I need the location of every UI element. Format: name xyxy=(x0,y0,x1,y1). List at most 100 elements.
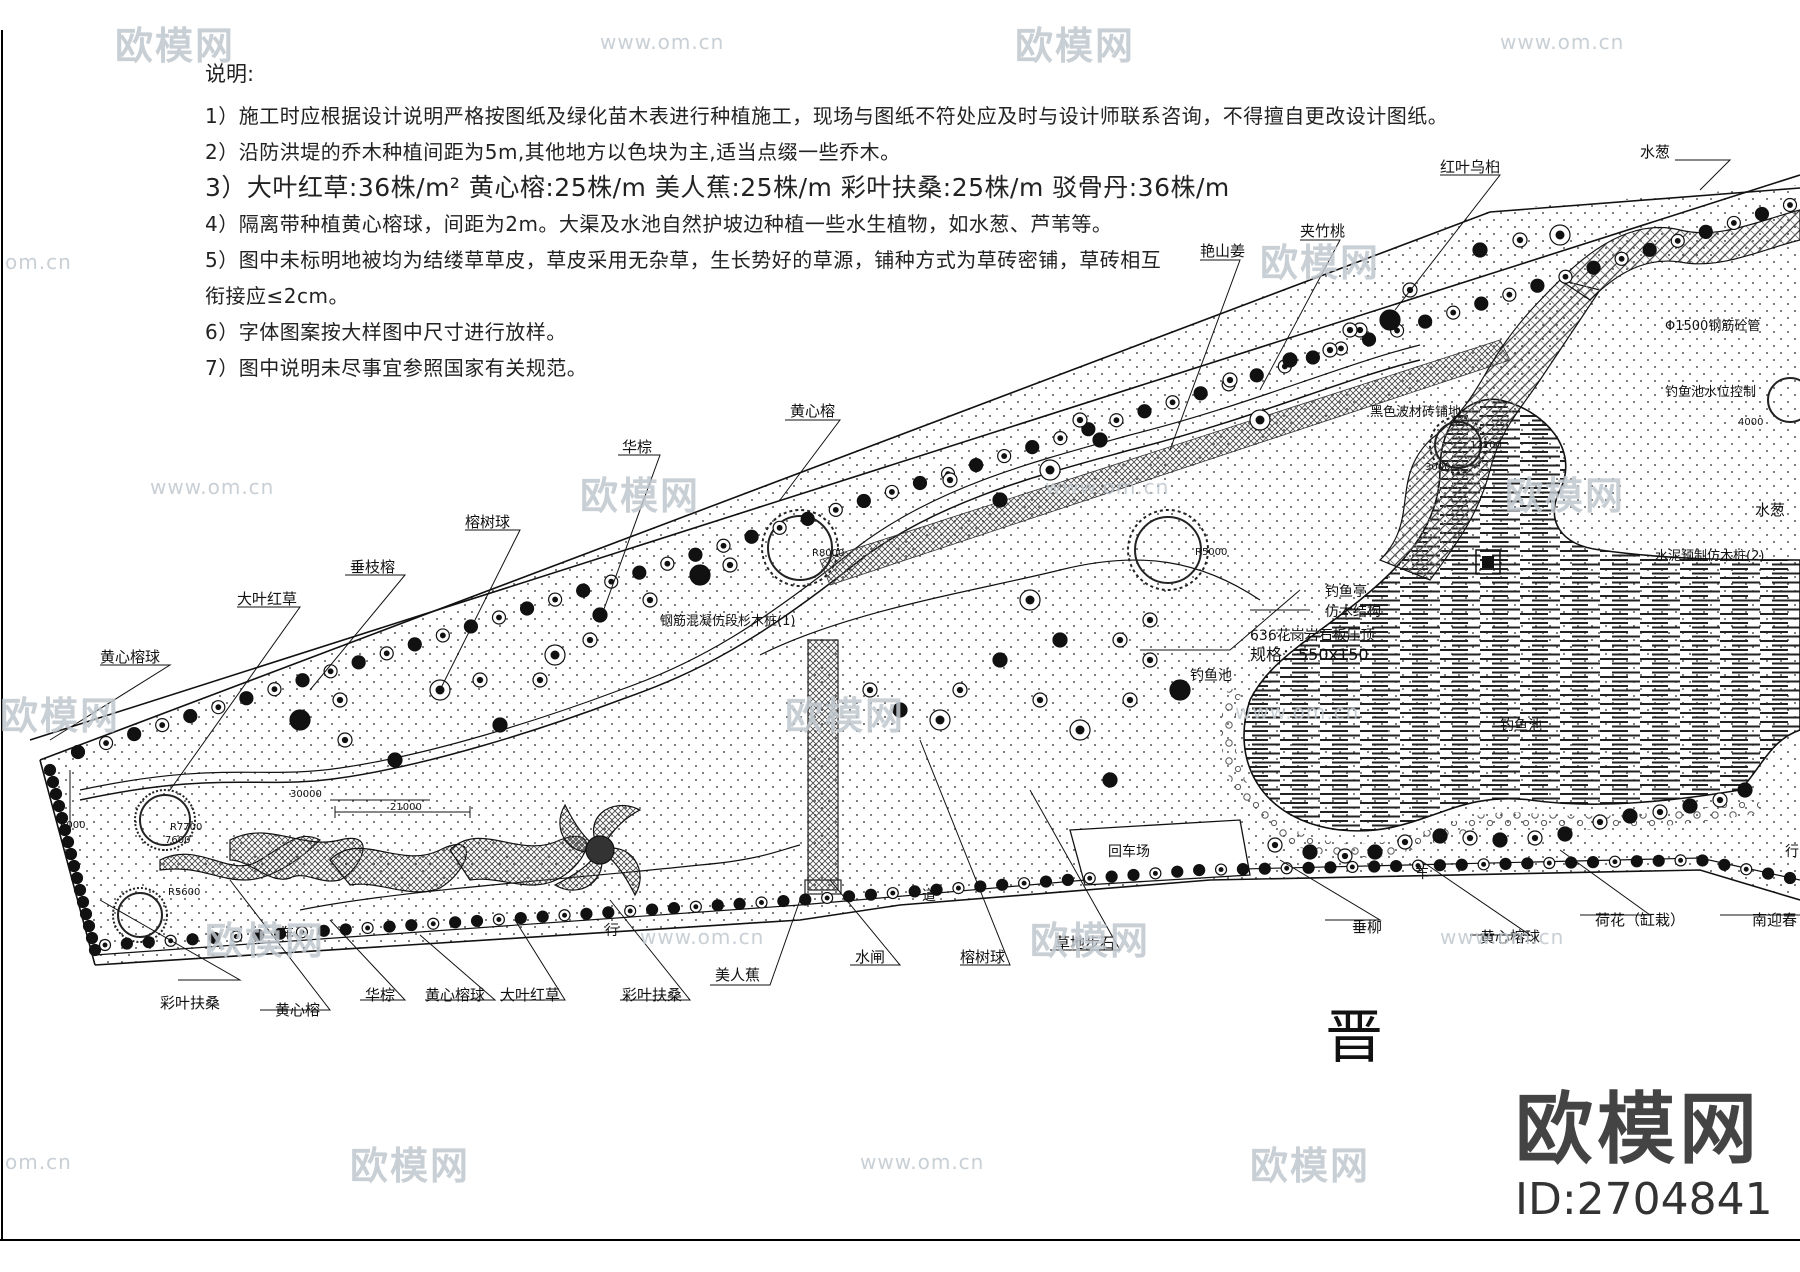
tree-symbol xyxy=(1586,856,1600,869)
tree-symbol-core xyxy=(776,524,783,531)
label-chuizhirong: 垂枝榕 xyxy=(350,558,395,576)
tree-symbol-core xyxy=(1001,453,1008,460)
tree-symbol-core xyxy=(496,614,502,621)
tree-symbol xyxy=(252,928,265,942)
tree-symbol-core xyxy=(1450,309,1457,316)
tree-symbol-core xyxy=(1341,852,1349,860)
tree-symbol-core xyxy=(832,506,839,513)
label-pipe: Φ1500钢筋砼管 xyxy=(1665,318,1760,334)
tree-symbol-core xyxy=(1481,861,1487,867)
tree-symbol-core xyxy=(1506,291,1513,298)
tree-symbol xyxy=(1368,860,1381,873)
note-line-8: 7）图中说明未尽事宜参照国家有关规范。 xyxy=(205,356,588,380)
tree-symbol-core xyxy=(1743,866,1749,872)
tree-symbol-core xyxy=(299,929,305,935)
tree-symbol xyxy=(273,927,287,940)
tree-symbol-core xyxy=(327,668,334,675)
tree-symbol-core xyxy=(1716,796,1724,804)
site-bottom-edge xyxy=(94,869,1800,966)
label-huichechang: 回车场 xyxy=(1108,843,1150,860)
tree-symbol xyxy=(1557,826,1573,842)
tree-symbol xyxy=(908,885,921,898)
label-yanshanjiang: 艳山姜 xyxy=(1200,242,1245,260)
tree-symbol xyxy=(1642,242,1657,257)
tree-symbol xyxy=(777,894,790,908)
tree-symbol xyxy=(733,897,746,911)
tree-symbol-core xyxy=(271,686,278,693)
dim-r8000: R8000 xyxy=(812,548,844,559)
label-caiyefusang-bottom: 彩叶扶桑 xyxy=(622,986,682,1004)
tree-symbol-core xyxy=(1346,326,1354,334)
tree-symbol-core xyxy=(646,596,654,604)
tree-symbol-core xyxy=(866,686,874,694)
tree-symbol xyxy=(1171,865,1184,878)
tree-symbol-core xyxy=(720,542,727,549)
tree-symbol xyxy=(317,924,330,937)
tree-symbol xyxy=(1622,808,1638,824)
tree-symbol-core xyxy=(1036,696,1044,704)
tree-symbol xyxy=(85,931,99,945)
tree-symbol-core xyxy=(1076,416,1084,424)
tree-symbol xyxy=(1302,844,1318,860)
stream xyxy=(1559,209,1800,301)
tree-symbol xyxy=(1302,861,1315,874)
label-rongshuqiu-bottom: 榕树球 xyxy=(960,948,1005,966)
tree-symbol-core xyxy=(1146,656,1154,664)
pond-tree-row xyxy=(1267,782,1753,864)
label-meirenjiao: 美人蕉 xyxy=(715,966,760,984)
tree-symbol-core xyxy=(1674,237,1681,244)
tree-symbol xyxy=(519,601,535,616)
tree-symbol-core xyxy=(476,676,484,684)
tree-symbol xyxy=(405,919,418,932)
tree-symbol xyxy=(1361,332,1377,347)
tree-symbol xyxy=(183,709,198,724)
winding-path-2 xyxy=(79,344,1421,791)
tree-symbol xyxy=(43,763,57,777)
tree-symbol-core xyxy=(1415,863,1421,869)
dim-6000: 6000 xyxy=(60,820,85,831)
tree-symbol xyxy=(1586,260,1601,275)
tree-symbol-core xyxy=(1349,864,1355,870)
label-che-right: 车 xyxy=(1415,865,1429,882)
label-shuicong-top: 水葱 xyxy=(1640,143,1670,161)
label-fangmu: 仿木结构 xyxy=(1325,604,1381,620)
tree-symbol xyxy=(1092,432,1108,448)
brand-id: ID:2704841 xyxy=(1515,1174,1773,1225)
tree-symbol xyxy=(1530,278,1545,293)
tree-symbol xyxy=(67,859,81,873)
tree-symbol xyxy=(383,920,396,933)
tree-symbol xyxy=(49,787,63,801)
scattered-trees xyxy=(289,224,1571,788)
label-huagangyan: 636花岗岩石板压顶 xyxy=(1250,628,1375,644)
tree-symbol xyxy=(1499,857,1512,870)
brand-name: 欧模网 xyxy=(1515,1085,1762,1175)
label-jiazhutao: 夹竹桃 xyxy=(1300,222,1345,240)
tree-symbol-core xyxy=(1116,636,1124,644)
tree-symbol xyxy=(1127,868,1140,882)
label-chuiliu: 垂柳 xyxy=(1352,918,1382,936)
tree-symbol xyxy=(514,911,527,925)
tree-symbol xyxy=(1236,863,1250,876)
label-hehua: 荷花（缸栽） xyxy=(1595,911,1685,929)
label-diaoyuchi-inner: 钓鱼池 xyxy=(1500,717,1542,734)
label-huangxinrongqiu-left: 黄心榕球 xyxy=(100,648,160,666)
tree-symbol-core xyxy=(888,489,895,495)
tree-symbol-core xyxy=(536,676,544,684)
tree-symbol-core xyxy=(1466,834,1474,842)
leader-lines xyxy=(49,159,1800,1011)
label-huangxinrong-bottom: 黄心榕 xyxy=(275,1001,320,1019)
tree-symbol-core xyxy=(1025,595,1035,605)
tree-symbol xyxy=(856,493,871,509)
tree-symbol xyxy=(1682,798,1698,814)
tree-symbol-core xyxy=(430,921,436,927)
tree-symbol xyxy=(711,899,724,912)
tree-symbol-core xyxy=(1787,202,1793,208)
tree-symbol xyxy=(46,775,60,789)
tree-symbol xyxy=(1418,314,1433,329)
tree-symbol xyxy=(70,744,86,760)
tree-symbol xyxy=(1762,867,1775,880)
label-shuinixian: 水泥预制仿木桩(2) xyxy=(1655,549,1764,564)
label-gangjin: 钢筋混凝仿段杉木桩(1) xyxy=(660,613,795,629)
tree-symbol-core xyxy=(955,885,961,891)
label-huangxinrong-top: 黄心榕 xyxy=(790,402,835,420)
